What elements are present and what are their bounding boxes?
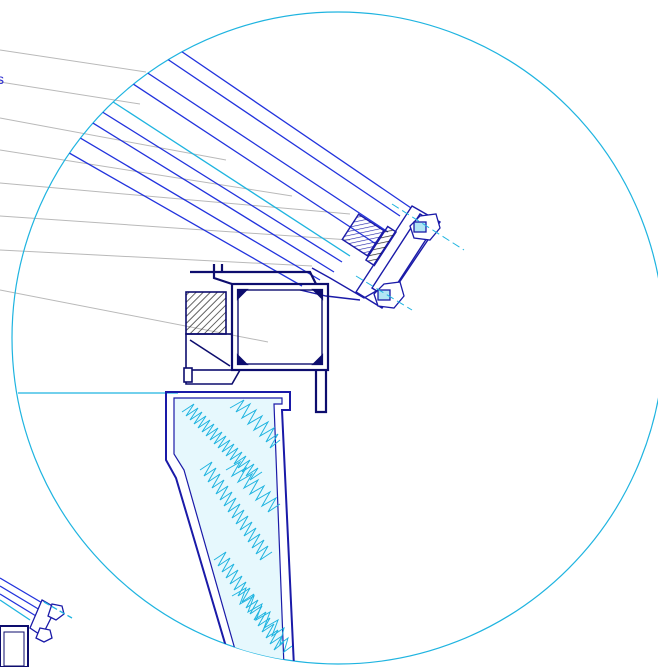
insulation-row-2 bbox=[199, 461, 273, 561]
leader-line-4 bbox=[0, 149, 293, 197]
thermal-break-box bbox=[185, 333, 233, 371]
thermal-break-hatched bbox=[185, 291, 227, 335]
glass-pane-line-6 bbox=[95, 107, 343, 263]
bolt-head-lower bbox=[373, 281, 405, 309]
bolt-nut-lower bbox=[377, 289, 391, 301]
glass-pane-line-9 bbox=[49, 141, 303, 287]
secondary-glass-line-4 bbox=[0, 599, 31, 621]
bolt-nut-upper bbox=[413, 221, 427, 233]
wall-section bbox=[165, 391, 296, 664]
leader-lines bbox=[0, 49, 351, 343]
leader-line-5 bbox=[0, 182, 351, 215]
glass-pane-line-3 bbox=[127, 59, 389, 233]
insulation-row-5 bbox=[225, 460, 281, 513]
glass-pane-line-4 bbox=[117, 73, 377, 245]
insulation-row-4 bbox=[229, 399, 281, 449]
glass-pane-line-2 bbox=[141, 41, 401, 217]
support-bracket bbox=[311, 267, 379, 299]
profile-inner bbox=[237, 289, 323, 365]
leader-line-6 bbox=[0, 215, 351, 241]
bolt-axis-upper bbox=[391, 203, 465, 251]
frame-profile bbox=[190, 264, 330, 414]
drain-clip bbox=[183, 367, 193, 383]
secondary-bolt bbox=[47, 603, 65, 621]
secondary-profile-inner bbox=[3, 631, 25, 667]
glass-pane-line-1 bbox=[149, 29, 415, 211]
insulation-row-6 bbox=[231, 586, 293, 654]
detail-circle bbox=[11, 11, 658, 665]
profile-top-flange-2 bbox=[212, 264, 233, 286]
secondary-bolt-axis bbox=[43, 601, 73, 619]
insulation-zigzag bbox=[181, 399, 293, 654]
wall-outer bbox=[165, 391, 296, 664]
corner-notch-1 bbox=[236, 288, 249, 301]
glass-pane-line-5 bbox=[103, 95, 351, 257]
leader-line-1 bbox=[0, 49, 147, 73]
corner-notch-2 bbox=[311, 288, 324, 301]
thermal-break-diagonal bbox=[189, 339, 231, 367]
profile-leg bbox=[314, 370, 328, 414]
bolt-axis-lower bbox=[355, 275, 413, 311]
secondary-glass-line-1 bbox=[0, 577, 45, 605]
gasket bbox=[364, 225, 398, 267]
profile-outer bbox=[230, 282, 330, 372]
cut-label: s bbox=[0, 71, 4, 87]
leader-line-2 bbox=[0, 81, 141, 105]
secondary-glass-line-2 bbox=[0, 585, 41, 611]
glass-pane-line-7 bbox=[87, 119, 335, 273]
setting-block bbox=[341, 213, 385, 257]
corner-notch-3 bbox=[236, 353, 249, 366]
sloped-glazing bbox=[49, 29, 415, 287]
leader-line-3 bbox=[0, 117, 227, 161]
insulation-row-1 bbox=[181, 403, 263, 481]
support-bracket-2 bbox=[299, 289, 361, 301]
thermal-break bbox=[183, 291, 241, 385]
leader-line-7 bbox=[0, 249, 313, 267]
secondary-glass-line-3 bbox=[0, 593, 37, 617]
corner-notch-4 bbox=[311, 353, 324, 366]
profile-top-flange bbox=[190, 270, 317, 285]
secondary-glazing bbox=[0, 577, 73, 667]
wall-inner bbox=[173, 397, 285, 664]
secondary-profile bbox=[0, 625, 29, 667]
bolt-axes bbox=[355, 203, 465, 311]
glass-pane-line-8 bbox=[59, 125, 321, 281]
insulation-row-3 bbox=[213, 551, 285, 651]
thermal-break-lip bbox=[185, 369, 241, 385]
secondary-bolt-lower bbox=[35, 627, 53, 643]
